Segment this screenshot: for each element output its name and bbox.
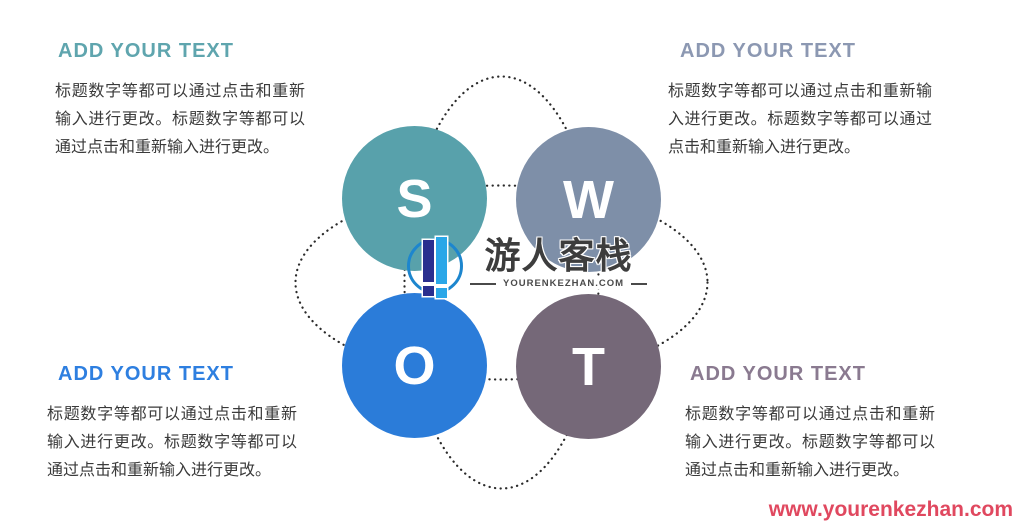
text-block-body[interactable]: 标题数字等都可以通过点击和重新输入进行更改。标题数字等都可以通过点击和重新输入进… [685,406,935,479]
text-block-top-right[interactable]: ADD YOUR TEXT 标题数字等都可以通过点击和重新输入进行更改。标题数字… [668,40,932,162]
text-block-title[interactable]: ADD YOUR TEXT [58,40,234,62]
swot-circle-o[interactable]: O [342,293,487,438]
watermark-url[interactable]: www.yourenkezhan.com [768,498,1013,521]
logo-domain-row: YOURENKEZHAN.COM [470,278,648,289]
logo-bar-dark [423,240,434,282]
logo-dash-right [631,282,648,285]
text-block-bottom-right[interactable]: ADD YOUR TEXT 标题数字等都可以通过点击和重新输入进行更改。标题数字… [685,363,935,485]
logo-bar-dark-dot [423,286,434,296]
logo-text-column: 游人客栈 YOURENKEZHAN.COM [470,235,648,289]
swot-circle-t[interactable]: T [516,294,661,439]
brand-logo: 游人客栈 YOURENKEZHAN.COM [406,235,648,298]
logo-bar-light-dot [436,288,447,298]
text-block-title[interactable]: ADD YOUR TEXT [680,40,856,62]
swot-letter-o: O [393,335,436,396]
text-block-title[interactable]: ADD YOUR TEXT [58,363,234,385]
text-block-title[interactable]: ADD YOUR TEXT [690,363,866,385]
logo-name: 游人客栈 [484,235,633,276]
swot-circle-w[interactable]: W [516,127,661,272]
logo-bar-light [436,237,447,284]
logo-dash-left [470,282,496,285]
text-block-body[interactable]: 标题数字等都可以通过点击和重新输入进行更改。标题数字等都可以通过点击和重新输入进… [668,83,932,156]
logo-ring [407,238,463,294]
horizontal-dotted-ellipse [294,184,709,381]
swot-letter-w: W [563,169,614,230]
swot-letter-s: S [396,168,433,229]
logo-domain: YOURENKEZHAN.COM [503,278,625,289]
text-block-bottom-left[interactable]: ADD YOUR TEXT 标题数字等都可以通过点击和重新输入进行更改。标题数字… [47,363,297,485]
text-block-top-left[interactable]: ADD YOUR TEXT 标题数字等都可以通过点击和重新输入进行更改。标题数字… [55,40,305,162]
swot-letter-t: T [572,336,605,397]
text-block-body[interactable]: 标题数字等都可以通过点击和重新输入进行更改。标题数字等都可以通过点击和重新输入进… [55,83,305,156]
text-block-body[interactable]: 标题数字等都可以通过点击和重新输入进行更改。标题数字等都可以通过点击和重新输入进… [47,406,297,479]
logo-building-icon [406,236,464,298]
